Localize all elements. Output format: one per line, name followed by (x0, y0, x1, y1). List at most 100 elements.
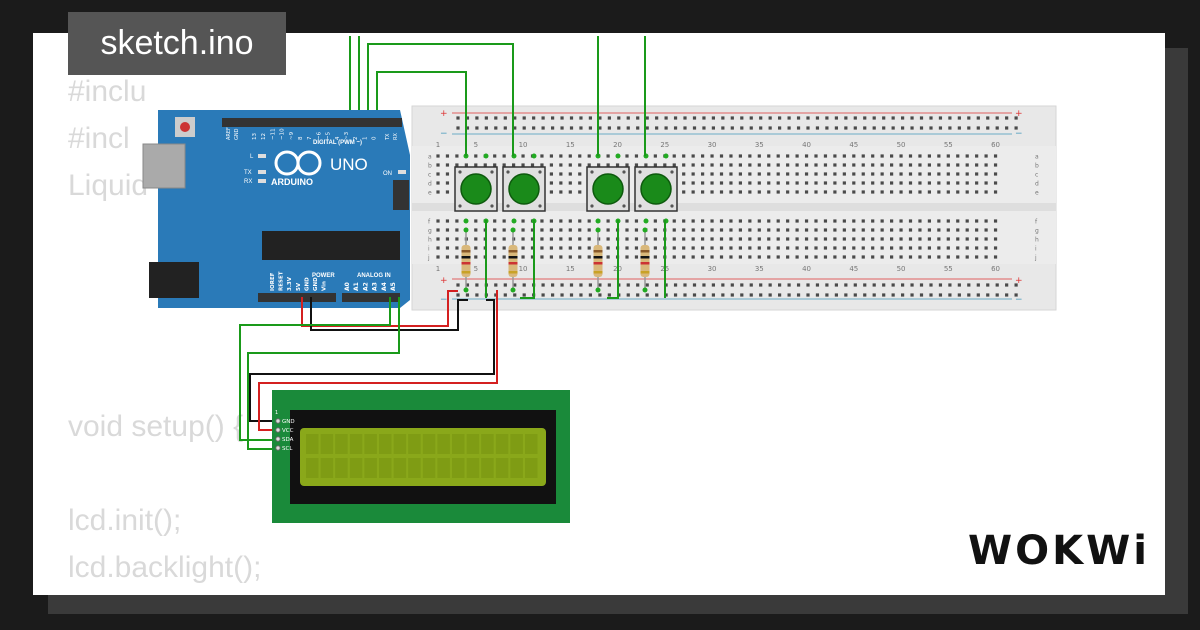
arduino-uno[interactable]: UNO ARDUINO DIGITAL (PWM ~) POWER ANALOG… (142, 110, 410, 308)
digital-pin-label: 13 (252, 133, 258, 140)
resistor[interactable] (593, 227, 603, 293)
column-number: 5 (474, 141, 478, 149)
power-pin-label: Vin (322, 281, 328, 291)
analog-header[interactable] (342, 293, 400, 302)
row-letter: i (1035, 246, 1037, 253)
analog-pin-label: A1 (353, 282, 360, 291)
rx-led-label: RX (244, 179, 252, 185)
resistor[interactable] (508, 227, 518, 293)
file-tab[interactable]: sketch.ino (68, 12, 286, 75)
rail-plus-label-right: + (1015, 109, 1023, 119)
power-label: POWER (312, 273, 335, 279)
row-letter: b (428, 163, 432, 170)
column-number: 1 (436, 265, 440, 273)
analog-pin-label: A0 (344, 282, 351, 291)
row-letter: h (428, 237, 432, 244)
digital-pin-label: 2 (353, 137, 359, 141)
code-line: lcd.init(); (68, 504, 182, 537)
digital-pin-label: ~3 (344, 131, 350, 140)
analog-pin-label: A4 (381, 282, 388, 291)
row-letter: d (428, 181, 432, 188)
wire-black (310, 297, 468, 331)
pushbutton[interactable] (634, 153, 678, 224)
rx-pin-label: RX (393, 133, 399, 140)
column-number: 55 (944, 265, 953, 273)
wire-red (258, 290, 498, 431)
code-line: lcd.backlight(); (68, 551, 262, 584)
column-number: 50 (897, 141, 906, 149)
power-pin-label: GND (313, 277, 319, 291)
column-number: 35 (755, 265, 764, 273)
resistor[interactable] (461, 227, 471, 293)
column-number: 1 (436, 141, 440, 149)
row-letter: e (428, 190, 432, 197)
wire-green (247, 297, 400, 450)
board-brand: ARDUINO (271, 177, 313, 187)
row-letter: h (1035, 237, 1039, 244)
digital-pin-label: ~10 (280, 128, 286, 140)
column-number: 30 (708, 265, 717, 273)
atmega-chip (262, 231, 400, 260)
code-line: void setup() { (68, 410, 244, 443)
rail-plus-label-bottom: + (440, 276, 448, 286)
power-header[interactable] (258, 293, 336, 302)
analog-label: ANALOG IN (357, 273, 391, 279)
column-number: 30 (708, 141, 717, 149)
column-number: 40 (802, 265, 811, 273)
row-letter: g (1035, 228, 1039, 235)
tx-led-label: TX (244, 170, 252, 176)
on-label: ON (383, 171, 392, 177)
row-letter: f (428, 219, 431, 226)
digital-pin-label: 8 (298, 136, 304, 140)
resistor[interactable] (640, 227, 650, 293)
column-number: 25 (660, 141, 669, 149)
rail-minus-label-right: − (1015, 129, 1023, 139)
wire-green (376, 71, 467, 156)
wires (239, 36, 666, 450)
rail-minus-label-bottom: − (440, 295, 448, 305)
column-number: 15 (566, 141, 575, 149)
digital-header[interactable] (222, 118, 402, 127)
column-number: 50 (897, 265, 906, 273)
column-number: 5 (474, 265, 478, 273)
pushbutton[interactable] (586, 153, 630, 224)
digital-pin-label: ~9 (289, 131, 295, 140)
column-number: 20 (613, 141, 622, 149)
pushbutton[interactable] (454, 153, 498, 224)
wire-black (249, 299, 495, 422)
digital-pin-label: 0 (372, 136, 378, 140)
row-letter: c (428, 172, 431, 179)
lcd-pin-label: VCC (282, 428, 294, 434)
rail-plus-label-bottom-right: + (1015, 276, 1023, 286)
tx-pin-label: TX (385, 133, 391, 141)
column-number: 40 (802, 141, 811, 149)
lcd-pin-label: SCL (282, 446, 293, 452)
analog-pin-label: A2 (362, 282, 369, 291)
rail-minus-label: − (440, 129, 448, 139)
code-line: Liquid (68, 169, 149, 202)
column-number: 45 (849, 265, 858, 273)
column-number: 10 (519, 265, 528, 273)
wire-green (520, 220, 535, 299)
power-pin-label: IOREF (270, 272, 276, 291)
power-pin-label: RESET (279, 271, 285, 291)
row-letter: a (1035, 154, 1039, 161)
arduino-logo-right (296, 150, 322, 176)
breadboard[interactable]: 1155101015152020252530303535404045455050… (411, 105, 1057, 311)
row-letter: g (428, 228, 432, 235)
power-pin-label: 3.3V (287, 276, 293, 291)
wokwi-logo: WOKWi (968, 528, 1150, 574)
digital-label: DIGITAL (PWM ~) (313, 140, 362, 146)
reset-button-cap (180, 122, 190, 132)
rail-plus-label: + (440, 109, 448, 119)
row-letter: b (1035, 163, 1039, 170)
usb-port (142, 143, 186, 189)
lcd-pin-label: GND (282, 419, 295, 425)
row-letter: c (1035, 172, 1038, 179)
pushbutton[interactable] (502, 153, 546, 224)
row-letter: i (428, 246, 430, 253)
l-led-label: L (250, 154, 254, 160)
digital-pin-label: ~6 (316, 131, 322, 140)
